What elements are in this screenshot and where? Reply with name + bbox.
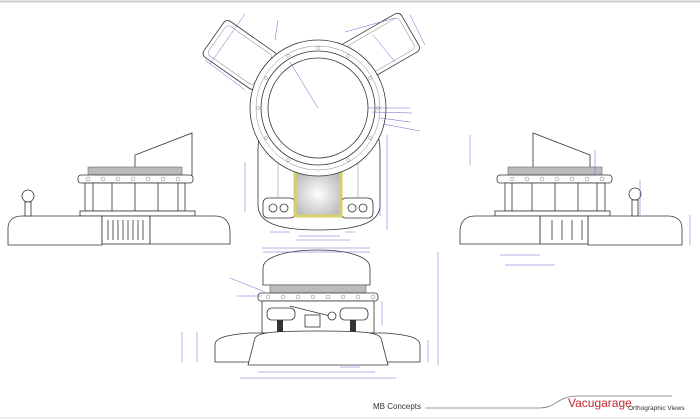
- front-view: [181, 247, 439, 379]
- vacuum-bay: [293, 170, 343, 218]
- sheet-subtitle: Orthographic Views: [628, 405, 685, 412]
- front-view-dimensions: [181, 247, 439, 379]
- right-foot: [340, 197, 374, 219]
- top-view-dimensions: [204, 13, 426, 241]
- left-side-view: [7, 132, 231, 246]
- product-name: Vacugarage: [568, 396, 632, 410]
- left-foot: [262, 197, 296, 219]
- top-view: [202, 12, 426, 241]
- title-block-line: [425, 395, 672, 409]
- right-view-dimensions: [469, 135, 691, 266]
- joystick-knob: [21, 189, 35, 203]
- company-name: MB Concepts: [373, 402, 422, 411]
- right-side-view: [459, 132, 683, 246]
